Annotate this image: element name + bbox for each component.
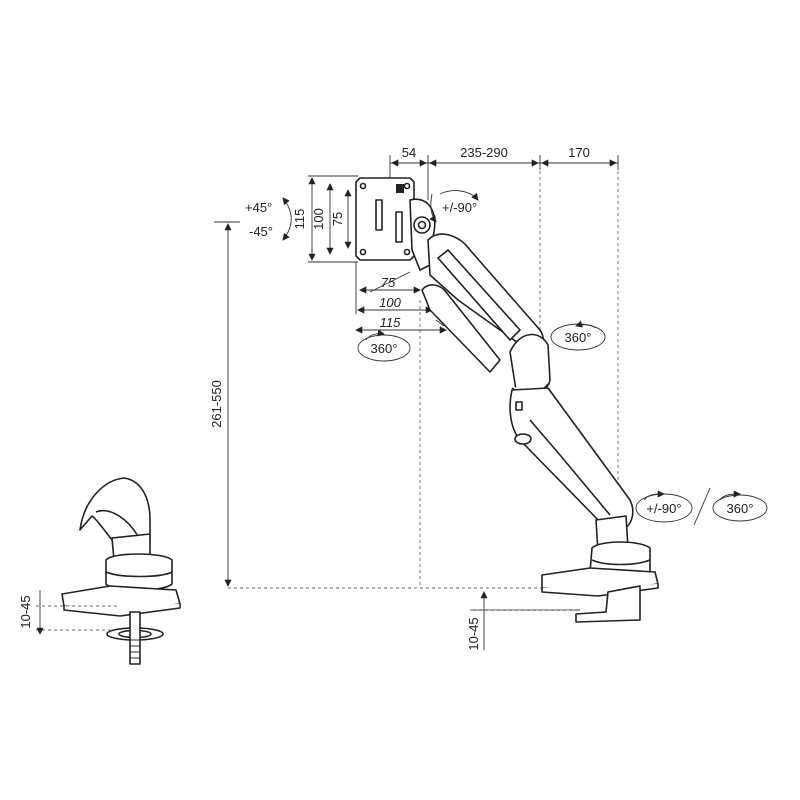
dim-vesa-w-mid: 100: [379, 295, 401, 310]
label-vesa-swivel: 360°: [371, 341, 398, 356]
label-elbow-swivel: 360°: [565, 330, 592, 345]
vesa-horizontal-dims: [355, 262, 447, 334]
label-tilt-down: -45°: [249, 224, 273, 239]
vesa-vertical-dims: [308, 175, 358, 263]
grommet-mount-detail: [61, 477, 181, 665]
head-rotation-callout: [429, 190, 479, 223]
dim-clamp-left: 10-45: [18, 595, 33, 628]
dim-top-offset: 54: [402, 145, 416, 160]
tilt-rotation: [282, 197, 292, 241]
clamp-dim-right: [470, 591, 580, 650]
dim-height-range: 261-550: [209, 380, 224, 428]
height-dimension-lines: [214, 221, 545, 589]
base-swivel-callout: [712, 490, 768, 522]
base-rotation-callout: [635, 490, 693, 523]
dim-vesa-w-outer: 115: [380, 315, 401, 330]
dim-rear-depth: 170: [568, 145, 590, 160]
label-base-rotate: +/-90°: [646, 501, 681, 516]
vesa-plate: [355, 177, 415, 261]
callout-separator: [693, 487, 711, 526]
label-head-rotate: +/-90°: [442, 200, 477, 215]
clamp-dim-left: [36, 590, 120, 635]
label-base-swivel: 360°: [727, 501, 754, 516]
dim-vesa-h-mid: 100: [311, 208, 326, 230]
dim-vesa-h-outer: 115: [292, 209, 307, 230]
elbow-swivel-callout: [550, 320, 606, 351]
top-dimension-lines: [389, 155, 619, 480]
dim-vesa-w-inner: 75: [381, 275, 396, 290]
monitor-arm: [409, 198, 659, 623]
dim-clamp-right: 10-45: [466, 617, 481, 650]
label-tilt-up: +45°: [245, 200, 272, 215]
vesa-swivel-callout: [357, 329, 411, 362]
dim-vesa-h-inner: 75: [330, 212, 345, 226]
dim-arm-reach: 235-290: [460, 145, 508, 160]
